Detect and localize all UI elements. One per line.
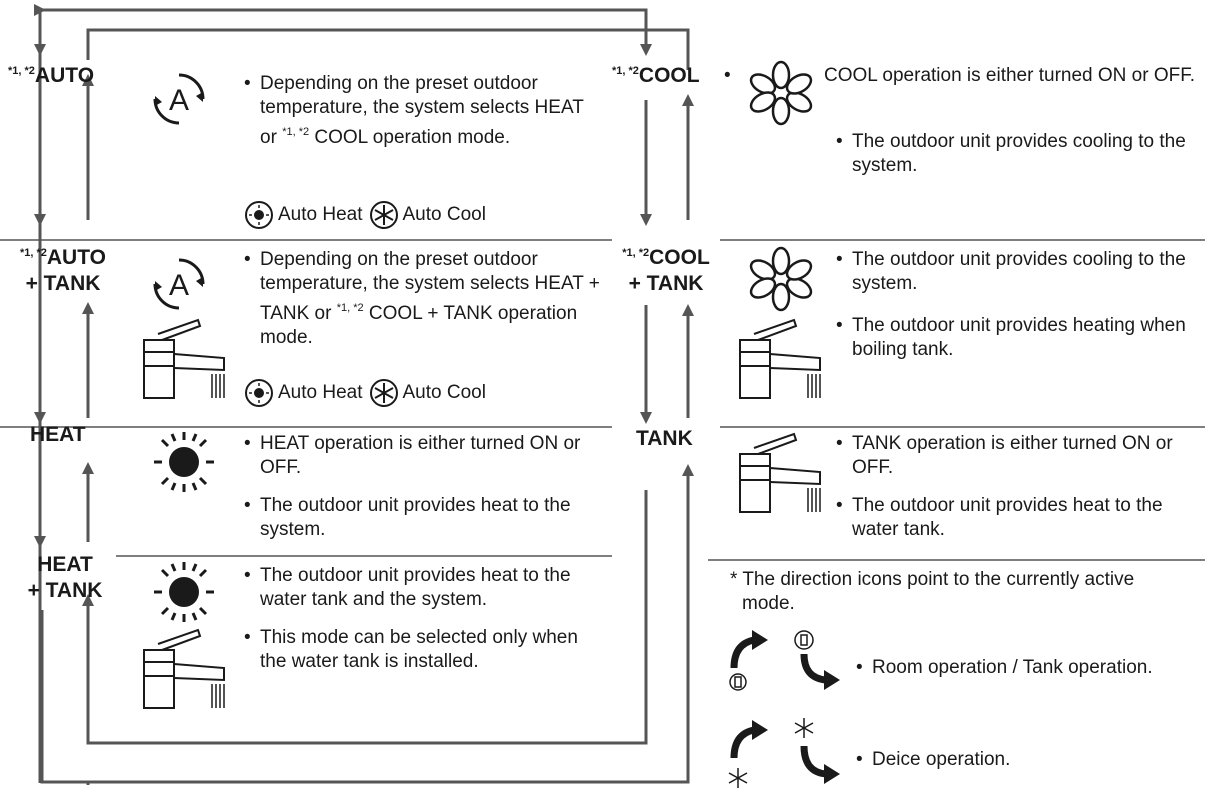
heat-sun-icon [154, 432, 214, 492]
cool-fan-icon [749, 246, 813, 312]
tank-desc-bullet-1: • TANK operation is either turned ON or … [836, 433, 1173, 478]
mode-label-heat-tank: HEAT + TANK [27, 553, 103, 602]
cool-fan-icon [749, 60, 813, 126]
cool-desc-bullet-2: • The outdoor unit provides cooling to t… [836, 131, 1186, 176]
svg-text:A: A [169, 269, 189, 302]
auto-cool-icon [369, 379, 398, 407]
tank-operation-direction-icon [794, 630, 840, 690]
auto-heat-icon [245, 201, 273, 229]
cool-desc-bullet-1: • COOL operation is either turned ON or … [724, 65, 1196, 86]
tank-faucet-icon [143, 628, 225, 709]
auto-mode-icon: A [153, 73, 205, 125]
mode-label-cool: *1, *2COOL [612, 64, 700, 87]
cool-tank-desc-bullet-1: • The outdoor unit provides cooling to t… [836, 249, 1186, 294]
tank-faucet-icon [739, 432, 821, 513]
heat-desc-bullet-1: • HEAT operation is either turned ON or … [244, 433, 581, 478]
heat-tank-desc-bullet-2: • This mode can be selected only when th… [244, 627, 578, 672]
heat-desc-bullet-2: • The outdoor unit provides heat to the … [244, 495, 571, 540]
tank-desc-bullet-2: • The outdoor unit provides heat to the … [836, 495, 1163, 540]
mode-label-tank: TANK [636, 427, 693, 450]
deice-operation-note: • Deice operation. [856, 749, 1011, 770]
auto-mode-icon: A [153, 258, 205, 310]
mode-label-cool-tank: *1, *2COOL + TANK [622, 246, 710, 295]
mode-label-heat: HEAT [30, 423, 86, 446]
tank-faucet-icon [143, 318, 225, 399]
deice-direction-icon [794, 718, 840, 784]
auto-desc-bullet: • Depending on the preset outdoor temper… [244, 73, 584, 148]
heat-sun-icon [154, 562, 214, 622]
heat-tank-desc-bullet-1: • The outdoor unit provides heat to the … [244, 565, 571, 610]
outer-loop-line [40, 705, 690, 784]
tank-faucet-icon [739, 318, 821, 399]
room-tank-operation-note: • Room operation / Tank operation. [856, 657, 1153, 678]
auto-legend: Auto Heat Auto Cool [244, 200, 486, 230]
cool-tank-desc-bullet-2: • The outdoor unit provides heating when… [836, 315, 1186, 360]
auto-tank-desc-bullet: • Depending on the preset outdoor temper… [244, 249, 600, 348]
mode-label-auto: *1, *2AUTO [8, 64, 95, 87]
auto-cool-icon [369, 201, 398, 229]
deice-direction-icon [728, 720, 768, 788]
svg-text:A: A [169, 84, 189, 117]
auto-heat-icon [245, 379, 273, 407]
auto-tank-legend: Auto Heat Auto Cool [244, 378, 486, 408]
inner-top-line [86, 28, 690, 70]
mode-label-auto-tank: *1, *2AUTO + TANK [19, 246, 107, 295]
room-operation-direction-icon [729, 630, 768, 691]
direction-icons-footnote: * The direction icons point to the curre… [730, 569, 1135, 614]
